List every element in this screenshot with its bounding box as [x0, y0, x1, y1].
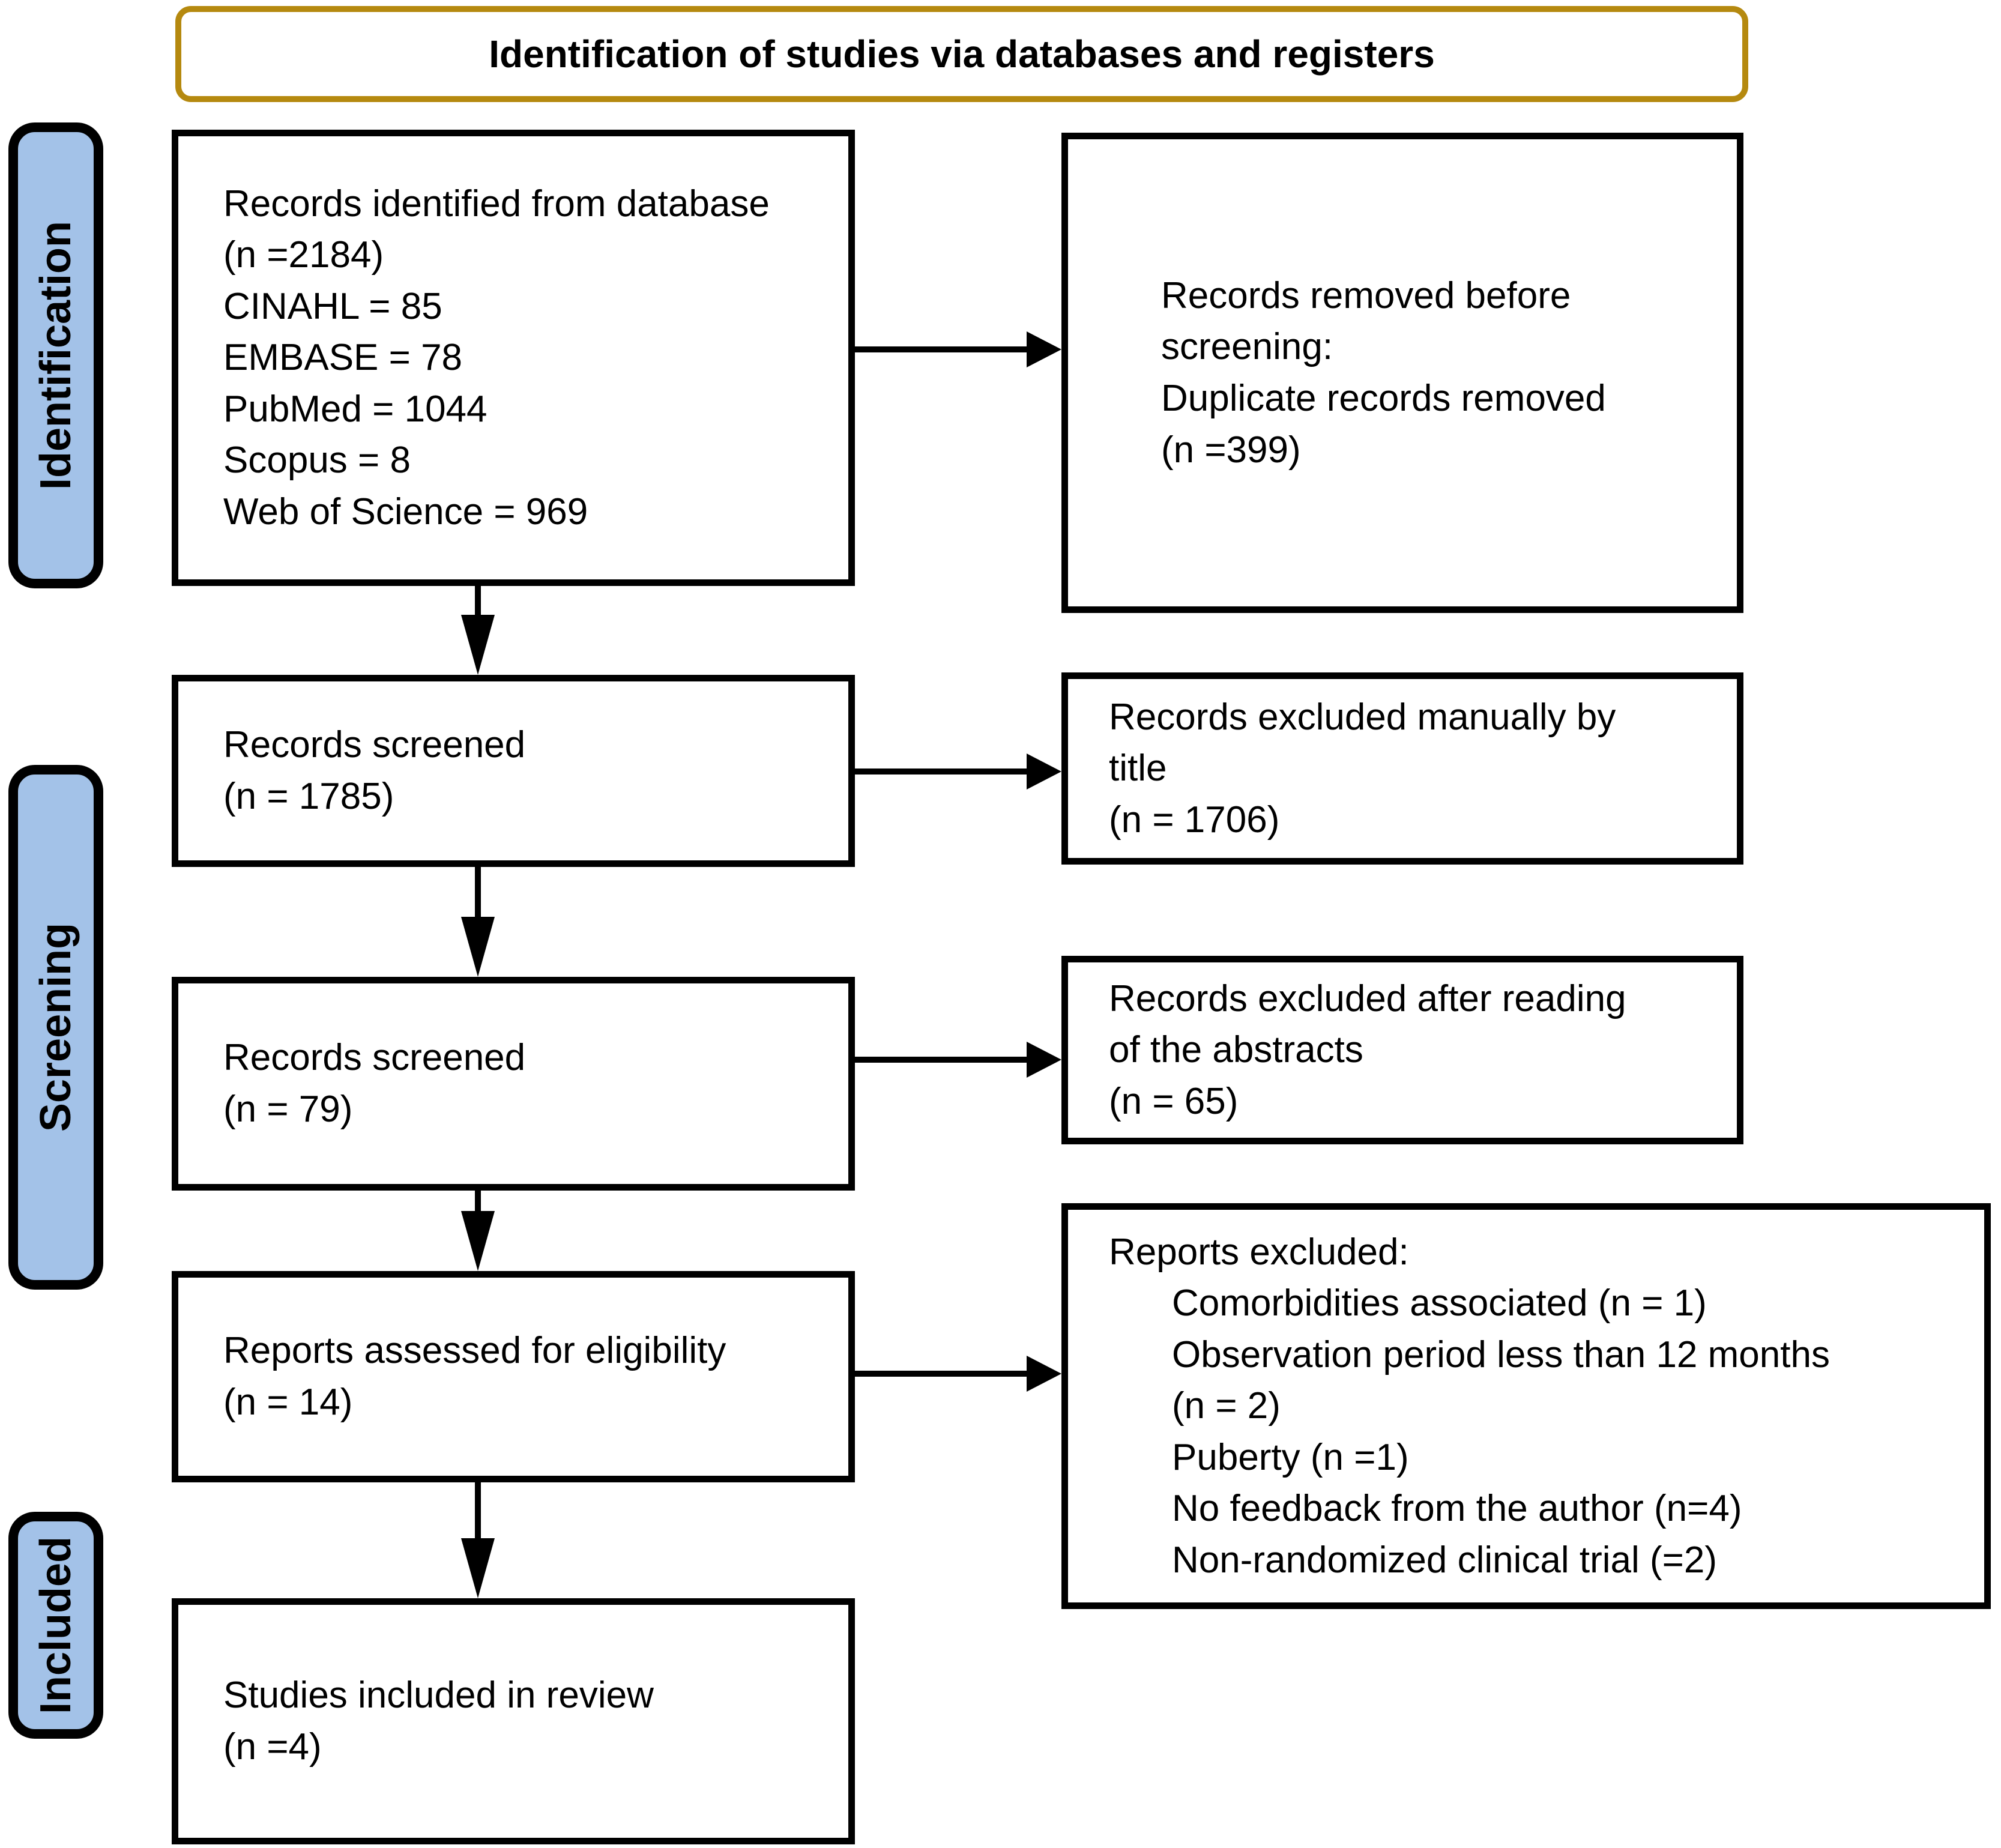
arrow-line [475, 586, 481, 615]
arrowhead-down-icon [461, 1211, 495, 1271]
arrow-identified-to-removed [855, 331, 1061, 367]
box-records-excluded-after-abstracts: Records excluded after reading of the abs… [1061, 956, 1743, 1144]
arrowhead-right-icon [1027, 331, 1061, 367]
text-line: Studies included in review [223, 1674, 654, 1717]
text-line: (n = 79) [223, 1089, 353, 1130]
arrow-screened2-to-excluded-abstracts [855, 1042, 1061, 1078]
text-line: Comorbidities associated (n = 1) [1172, 1282, 1707, 1324]
text-line: Reports excluded: [1109, 1231, 1409, 1273]
box-reports-excluded: Reports excluded: Comorbidities associate… [1061, 1203, 1991, 1609]
title-banner: Identification of studies via databases … [175, 6, 1748, 102]
stage-label-screening-text: Screening [32, 922, 80, 1132]
text-line: Records identified from database [223, 183, 770, 225]
arrow-screened-to-screened2 [461, 867, 495, 977]
box-records-excluded-by-title: Records excluded manually by title (n = 17… [1061, 672, 1743, 865]
text-line: of the abstracts [1109, 1029, 1363, 1071]
text-line: No feedback from the author (n=4) [1172, 1488, 1742, 1530]
stage-label-screening: Screening [8, 765, 103, 1290]
stage-label-identification-text: Identification [32, 221, 80, 490]
text-line: Scopus = 8 [223, 439, 411, 482]
text-line: CINAHL = 85 [223, 285, 442, 327]
text-line: (n = 2) [1172, 1385, 1281, 1427]
box-records-removed-before-screening: Records removed before screening: Duplicat… [1061, 133, 1743, 613]
text-line: Observation period less than 12 months [1172, 1333, 1830, 1375]
arrowhead-right-icon [1027, 1042, 1061, 1078]
text-line: (n =2184) [223, 234, 384, 276]
stage-label-included: Included [8, 1512, 103, 1739]
arrow-line [855, 768, 1027, 775]
text-line: Records excluded manually by [1109, 696, 1616, 738]
text-line: Web of Science = 969 [223, 491, 588, 533]
text-line: EMBASE = 78 [223, 337, 463, 379]
text-line: title [1109, 747, 1167, 790]
arrow-line [475, 1482, 481, 1538]
title-banner-text: Identification of studies via databases … [489, 32, 1435, 76]
arrow-screened2-to-assessed [461, 1191, 495, 1271]
arrow-assessed-to-included [461, 1482, 495, 1598]
text-line: Reports assessed for eligibility [223, 1330, 726, 1372]
arrowhead-down-icon [461, 615, 495, 675]
text-line: (n = 1785) [223, 776, 394, 817]
box-records-screened-second: Records screened (n = 79) [172, 977, 855, 1191]
text-line: (n =399) [1161, 429, 1301, 471]
text-line: screening: [1161, 326, 1333, 368]
text-line: (n = 1706) [1109, 799, 1280, 841]
stage-label-identification: Identification [8, 122, 103, 588]
box-studies-included-in-review: Studies included in review (n =4) [172, 1598, 855, 1844]
arrowhead-down-icon [461, 917, 495, 977]
arrowhead-right-icon [1027, 1356, 1061, 1392]
arrowhead-right-icon [1027, 753, 1061, 790]
arrow-line [855, 346, 1027, 352]
box-records-screened-first: Records screened (n = 1785) [172, 675, 855, 867]
text-line: PubMed = 1044 [223, 388, 487, 430]
arrow-line [855, 1371, 1027, 1377]
text-line: (n =4) [223, 1726, 322, 1768]
arrow-screened-to-excluded-title [855, 753, 1061, 790]
box-records-identified: Records identified from database (n =2184… [172, 130, 855, 586]
text-line: (n = 14) [223, 1381, 353, 1423]
box-reports-assessed-for-eligibility: Reports assessed for eligibility (n = 14) [172, 1271, 855, 1482]
text-line: Records excluded after reading [1109, 977, 1626, 1019]
arrow-line [475, 1191, 481, 1211]
arrowhead-down-icon [461, 1538, 495, 1598]
arrow-assessed-to-reports-excluded [855, 1356, 1061, 1392]
text-line: Records screened [223, 724, 526, 766]
text-line: Puberty (n =1) [1172, 1436, 1409, 1478]
text-line: (n = 65) [1109, 1080, 1239, 1122]
text-line: Records screened [223, 1037, 526, 1079]
arrow-identified-to-screened [461, 586, 495, 675]
text-line: Non-randomized clinical trial (=2) [1172, 1539, 1717, 1581]
arrow-line [475, 867, 481, 917]
arrow-line [855, 1057, 1027, 1063]
stage-label-included-text: Included [32, 1536, 80, 1715]
text-line: Records removed before [1161, 274, 1571, 316]
text-line: Duplicate records removed [1161, 378, 1606, 419]
